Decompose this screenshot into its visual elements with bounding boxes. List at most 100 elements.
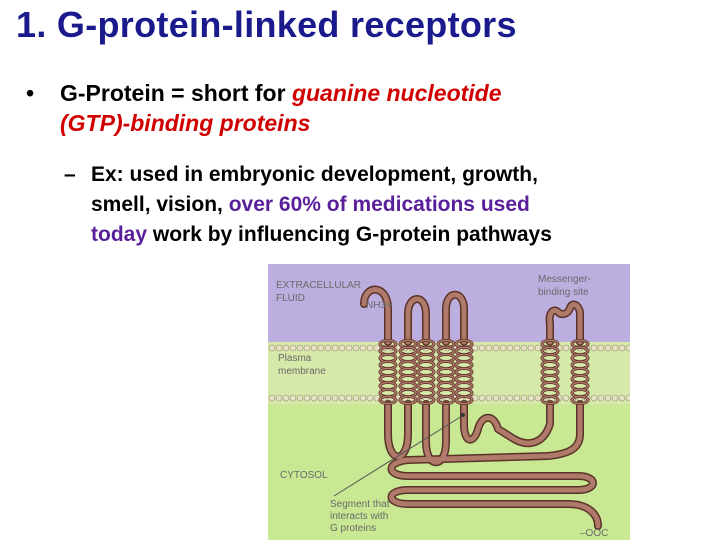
lipid-head [282,394,290,402]
lipid-head [359,394,367,402]
lipid-head [289,394,297,402]
label-nh3: NH3+ [366,300,392,311]
lipid-head [527,394,535,402]
lipid-head [562,344,570,352]
lipid-head [513,394,521,402]
definition-prefix: G-Protein = short for [60,80,286,106]
helix [570,338,590,406]
lipid-head [324,344,332,352]
receptor-diagram: EXTRACELLULAR FLUID NH3+ Messenger- bind… [268,264,630,540]
example-highlight-1: over 60% of medications used [228,193,530,216]
lipid-head [282,344,290,352]
lipid-head [317,344,325,352]
label-plasma-2: membrane [278,366,326,377]
lipid-head [534,344,542,352]
segment-pointer-line [333,415,463,497]
transmembrane-helices [378,338,590,406]
label-segment-1: Segment that [330,499,390,510]
lipid-head [317,394,325,402]
lipid-head [590,394,598,402]
lipid-head [352,344,360,352]
helix [398,338,418,406]
helix [454,338,474,406]
lipid-head [506,394,514,402]
lipid-head [611,394,619,402]
lipid-head [366,394,374,402]
lipid-head [296,394,304,402]
lipid-head [611,344,619,352]
plasma-membrane-region [268,342,630,404]
lipid-head [303,394,311,402]
segment-pointer-dot [461,413,465,417]
label-extracellular-2: FLUID [276,293,305,304]
label-segment-3: G proteins [330,523,376,534]
lipid-head [513,344,521,352]
lipid-head [625,344,630,352]
lipid-head [338,394,346,402]
lipid-head [597,344,605,352]
lipid-head [359,344,367,352]
helix [540,338,560,406]
lipid-head [345,344,353,352]
lipid-head [506,344,514,352]
lipid-head [520,394,528,402]
lipid-head [275,394,283,402]
definition-term-line2: (GTP)-binding proteins [60,110,311,136]
lipid-head [373,344,381,352]
lipid-head [366,344,374,352]
lipid-head [478,344,486,352]
definition-term-line1: guanine nucleotide [291,80,502,106]
sub-bullet-body: Ex: used in embryonic development, growt… [91,160,714,250]
lipid-head [345,394,353,402]
sub-bullet-marker: – [64,163,76,186]
lipid-head [499,344,507,352]
lipid-head [485,394,493,402]
example-line3-end: work by influencing G-protein pathways [152,223,552,246]
sub-bullet-example: – Ex: used in embryonic development, gro… [64,160,714,250]
lipid-head [478,394,486,402]
lipid-head [597,394,605,402]
lipid-head [492,344,500,352]
helix [378,338,398,406]
lipid-head [268,344,276,352]
lipid-head [352,394,360,402]
receptor-protein [360,285,602,530]
lipid-head [604,394,612,402]
lipid-head [492,394,500,402]
lipid-head [618,344,626,352]
example-highlight-2: today [91,223,148,246]
lipid-head [499,394,507,402]
label-messenger-2: binding site [538,287,589,298]
label-cooh: –OOC [580,528,608,539]
bullet-body: G-Protein = short for guanine nucleotide… [60,78,716,138]
label-cytosol: CYTOSOL [280,470,328,481]
lipid-head [590,344,598,352]
label-extracellular-1: EXTRACELLULAR [276,280,361,291]
label-plasma-1: Plasma [278,353,312,364]
slide-title: 1. G-protein-linked receptors [16,4,517,45]
lipid-head [296,344,304,352]
lipid-head [534,394,542,402]
lipid-head [310,344,318,352]
label-segment-2: interacts with [330,511,388,522]
lipid-head [471,344,479,352]
lipid-head [527,344,535,352]
lipid-head [338,344,346,352]
lipid-head [324,394,332,402]
lipid-head [310,394,318,402]
lipid-head [604,344,612,352]
example-line1: Ex: used in embryonic development, growt… [91,163,538,186]
lipid-head [625,394,630,402]
lipid-head [275,344,283,352]
helix [436,338,456,406]
lipid-head [520,344,528,352]
lipid-head [485,344,493,352]
label-messenger-1: Messenger- [538,274,591,285]
lipid-head [618,394,626,402]
example-line2-start: smell, vision, [91,193,223,216]
receptor-diagram-svg: EXTRACELLULAR FLUID NH3+ Messenger- bind… [268,264,630,540]
lipid-head [331,394,339,402]
bullet-marker: • [26,80,35,106]
bullet-gprotein-definition: • G-Protein = short for guanine nucleoti… [26,78,716,138]
lipid-head [562,394,570,402]
